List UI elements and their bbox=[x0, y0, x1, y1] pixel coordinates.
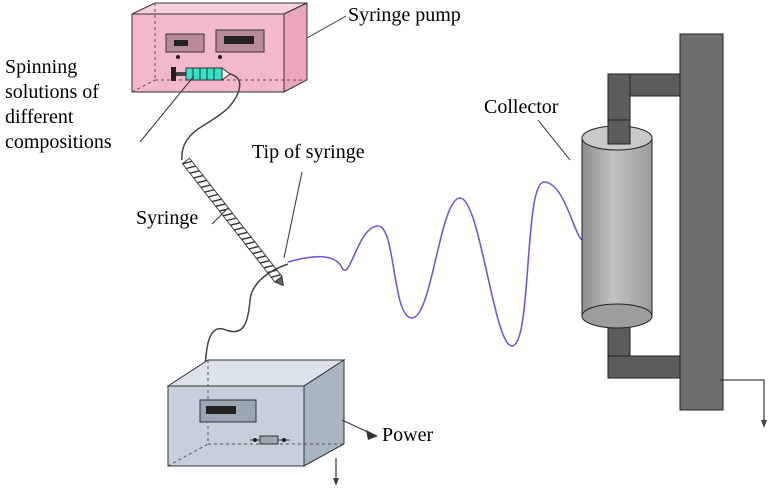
syringe-pump-label: Syringe pump bbox=[348, 4, 461, 26]
leader-lines bbox=[139, 15, 571, 435]
pump-syringe-icon bbox=[171, 67, 231, 81]
solutions-label-line2: solutions of bbox=[5, 81, 99, 103]
high-voltage-wire bbox=[204, 263, 289, 369]
syringe-label: Syringe bbox=[136, 207, 199, 229]
collector-label: Collector bbox=[484, 96, 559, 118]
polymer-jet bbox=[287, 181, 583, 347]
solutions-label-line4: compositions bbox=[5, 131, 112, 153]
syringe-pump-icon bbox=[131, 2, 308, 93]
power-supply-icon bbox=[166, 359, 346, 467]
syringe-icon bbox=[181, 157, 284, 287]
feed-tube bbox=[181, 73, 241, 161]
collector-ground bbox=[720, 379, 765, 422]
solutions-label-line3: different bbox=[5, 106, 74, 128]
solutions-label-line1: Spinning bbox=[5, 56, 78, 78]
rotating-drum-collector-icon bbox=[581, 119, 653, 329]
tip-of-syringe-label: Tip of syringe bbox=[252, 141, 365, 163]
collector-stand bbox=[607, 33, 724, 411]
power-label: Power bbox=[382, 424, 434, 446]
